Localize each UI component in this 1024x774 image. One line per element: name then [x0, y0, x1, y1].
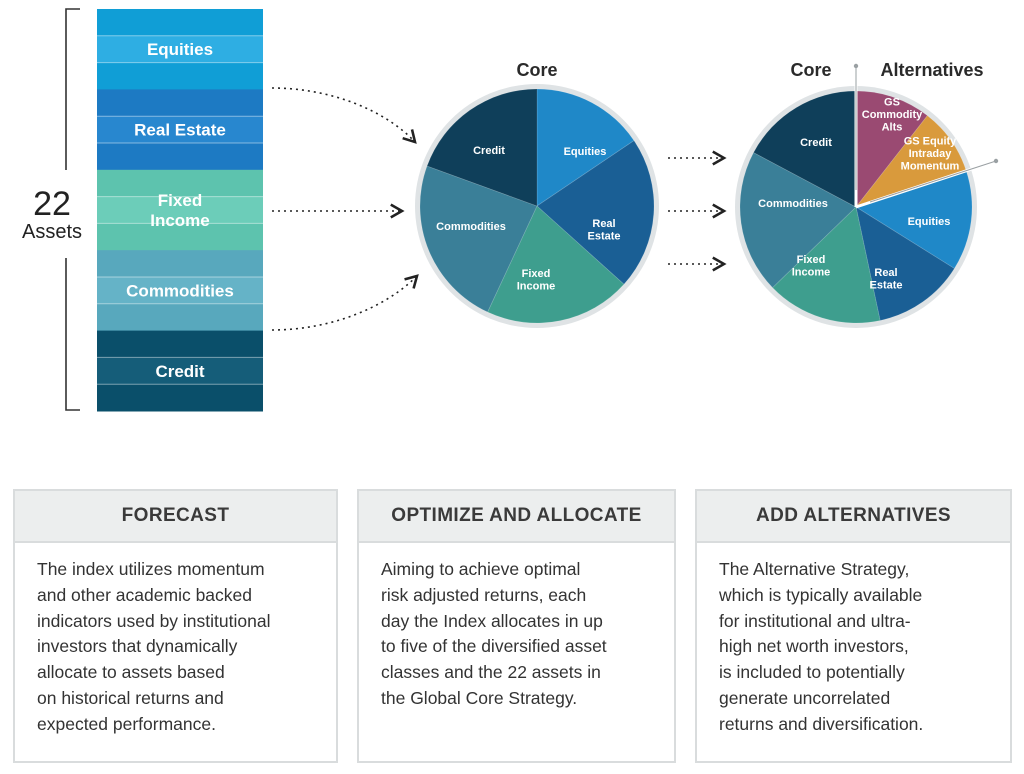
asset-label-equities: Equities	[147, 40, 213, 59]
core-pie-title: Core	[516, 60, 557, 80]
asset-band-commodities	[97, 303, 263, 332]
asset-band-fixed-income	[97, 223, 263, 251]
core-pie-slice-real-estate	[536, 140, 655, 285]
arrow-bottom	[271, 274, 419, 331]
card-optimize-allocate-title: OPTIMIZE AND ALLOCATE	[359, 491, 674, 543]
core-pie-slice-commodities	[419, 165, 538, 313]
card-forecast: FORECAST The index utilizes momentum and…	[13, 489, 338, 763]
asset-band-commodities	[97, 277, 263, 305]
core-pie-slice-equities	[536, 88, 635, 207]
asset-band-credit	[97, 330, 263, 358]
core-pie-slice-fixed-income	[487, 205, 625, 324]
card-optimize-allocate-body: Aiming to achieve optimal risk adjusted …	[381, 559, 607, 708]
alt-pie-slice-real-estate	[855, 206, 955, 321]
arrow-top	[271, 87, 417, 144]
assets-count-label: Assets	[22, 221, 82, 243]
card-add-alternatives: ADD ALTERNATIVES The Alternative Strateg…	[695, 489, 1012, 763]
card-optimize-allocate: OPTIMIZE AND ALLOCATE Aiming to achieve …	[357, 489, 676, 763]
alt-pie-slice-equities	[855, 170, 973, 270]
alt-pie-label-credit: Credit	[800, 137, 832, 149]
asset-band-real-estate	[97, 143, 263, 171]
asset-band-real-estate	[97, 89, 263, 117]
alt-pie-title-core: Core	[790, 60, 831, 80]
asset-label-commodities: Commodities	[126, 281, 234, 300]
alt-pie-label-equities: Equities	[908, 216, 951, 228]
alt-pie-label-commodities: Commodities	[758, 198, 828, 210]
asset-band-equities	[97, 35, 263, 64]
card-forecast-body: The index utilizes momentum and other ac…	[37, 559, 271, 734]
core-pie-label-commodities: Commodities	[436, 221, 506, 233]
core-to-alt-arrows	[668, 150, 727, 272]
core-pie-label-credit: Credit	[473, 145, 505, 157]
asset-band-commodities	[97, 250, 263, 278]
stack-to-core-arrows	[271, 87, 419, 331]
card-add-alternatives-body: The Alternative Strategy, which is typic…	[719, 559, 924, 734]
alt-pie-title-alternatives: Alternatives	[880, 60, 983, 80]
assets-bracket	[65, 8, 80, 411]
core-pie-slice-credit	[426, 88, 538, 207]
core-pie-label-equities: Equities	[564, 146, 607, 158]
card-add-alternatives-title: ADD ALTERNATIVES	[697, 491, 1010, 543]
asset-band-credit	[97, 384, 263, 412]
alt-pie-slice-commodities	[739, 151, 857, 289]
card-forecast-title: FORECAST	[15, 491, 336, 543]
asset-band-equities	[97, 62, 263, 90]
assets-count: 22	[33, 185, 71, 223]
asset-band-fixed-income	[97, 196, 263, 224]
asset-band-credit	[97, 357, 263, 385]
alt-pie-slice-fixed-income	[771, 206, 881, 324]
alt-pie-slice-credit	[753, 90, 857, 208]
asset-label-real-estate: Real Estate	[134, 121, 226, 140]
alternatives-divider	[853, 63, 999, 209]
asset-band-fixed-income	[97, 169, 263, 198]
asset-label-credit: Credit	[155, 362, 204, 381]
asset-band-equities	[97, 9, 263, 37]
asset-band-real-estate	[97, 116, 263, 144]
